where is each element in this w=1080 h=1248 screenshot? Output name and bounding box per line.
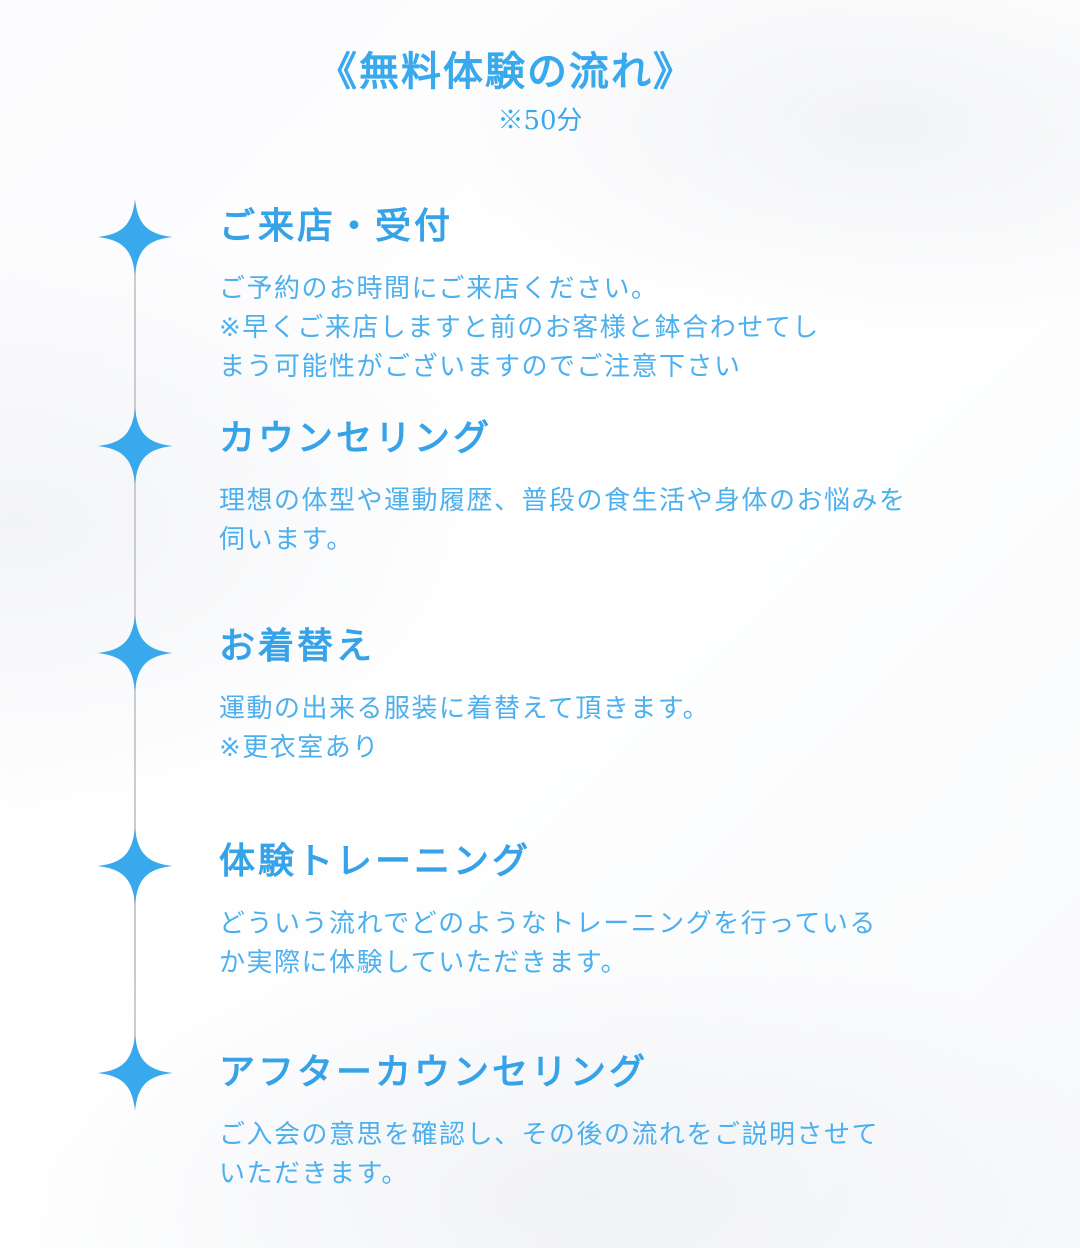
page-title: 《無料体験の流れ》 [317,48,695,95]
sparkle-icon [92,823,178,909]
step-counseling: カウンセリング 理想の体型や運動履歴、普段の食生活や身体のお悩みを 伺います。 [219,417,949,560]
sparkle-icon [92,1030,178,1116]
step-after-counseling: アフターカウンセリング ご入会の意思を確認し、その後の流れをご説明させて いただ… [219,1051,949,1194]
step-arrival: ご来店・受付 ご予約のお時間にご来店ください。 ※早くご来店しますと前のお客様と… [219,205,949,387]
sparkle-icon [92,194,178,280]
step-description: 運動の出来る服装に着替えて頂きます。 ※更衣室あり [219,694,711,764]
step-title: 体験トレーニング [219,840,532,882]
step-title: ご来店・受付 [219,205,454,247]
sparkle-icon [92,403,178,489]
step-changing: お着替え 運動の出来る服装に着替えて頂きます。 ※更衣室あり [219,625,949,768]
step-trial-training: 体験トレーニング どういう流れでどのようなトレーニングを行っている か実際に体験… [219,840,949,983]
duration-note: ※50分 [497,106,583,136]
step-title: お着替え [219,625,376,667]
step-description: 理想の体型や運動履歴、普段の食生活や身体のお悩みを 伺います。 [219,486,907,556]
step-description: どういう流れでどのようなトレーニングを行っている か実際に体験していただきます。 [219,909,877,979]
sparkle-icon [92,610,178,696]
step-description: ご入会の意思を確認し、その後の流れをご説明させて いただきます。 [219,1120,880,1190]
step-title: カウンセリング [219,417,493,459]
step-title: アフターカウンセリング [219,1051,649,1093]
step-description: ご予約のお時間にご来店ください。 ※早くご来店しますと前のお客様と鉢合わせてし … [219,274,820,383]
